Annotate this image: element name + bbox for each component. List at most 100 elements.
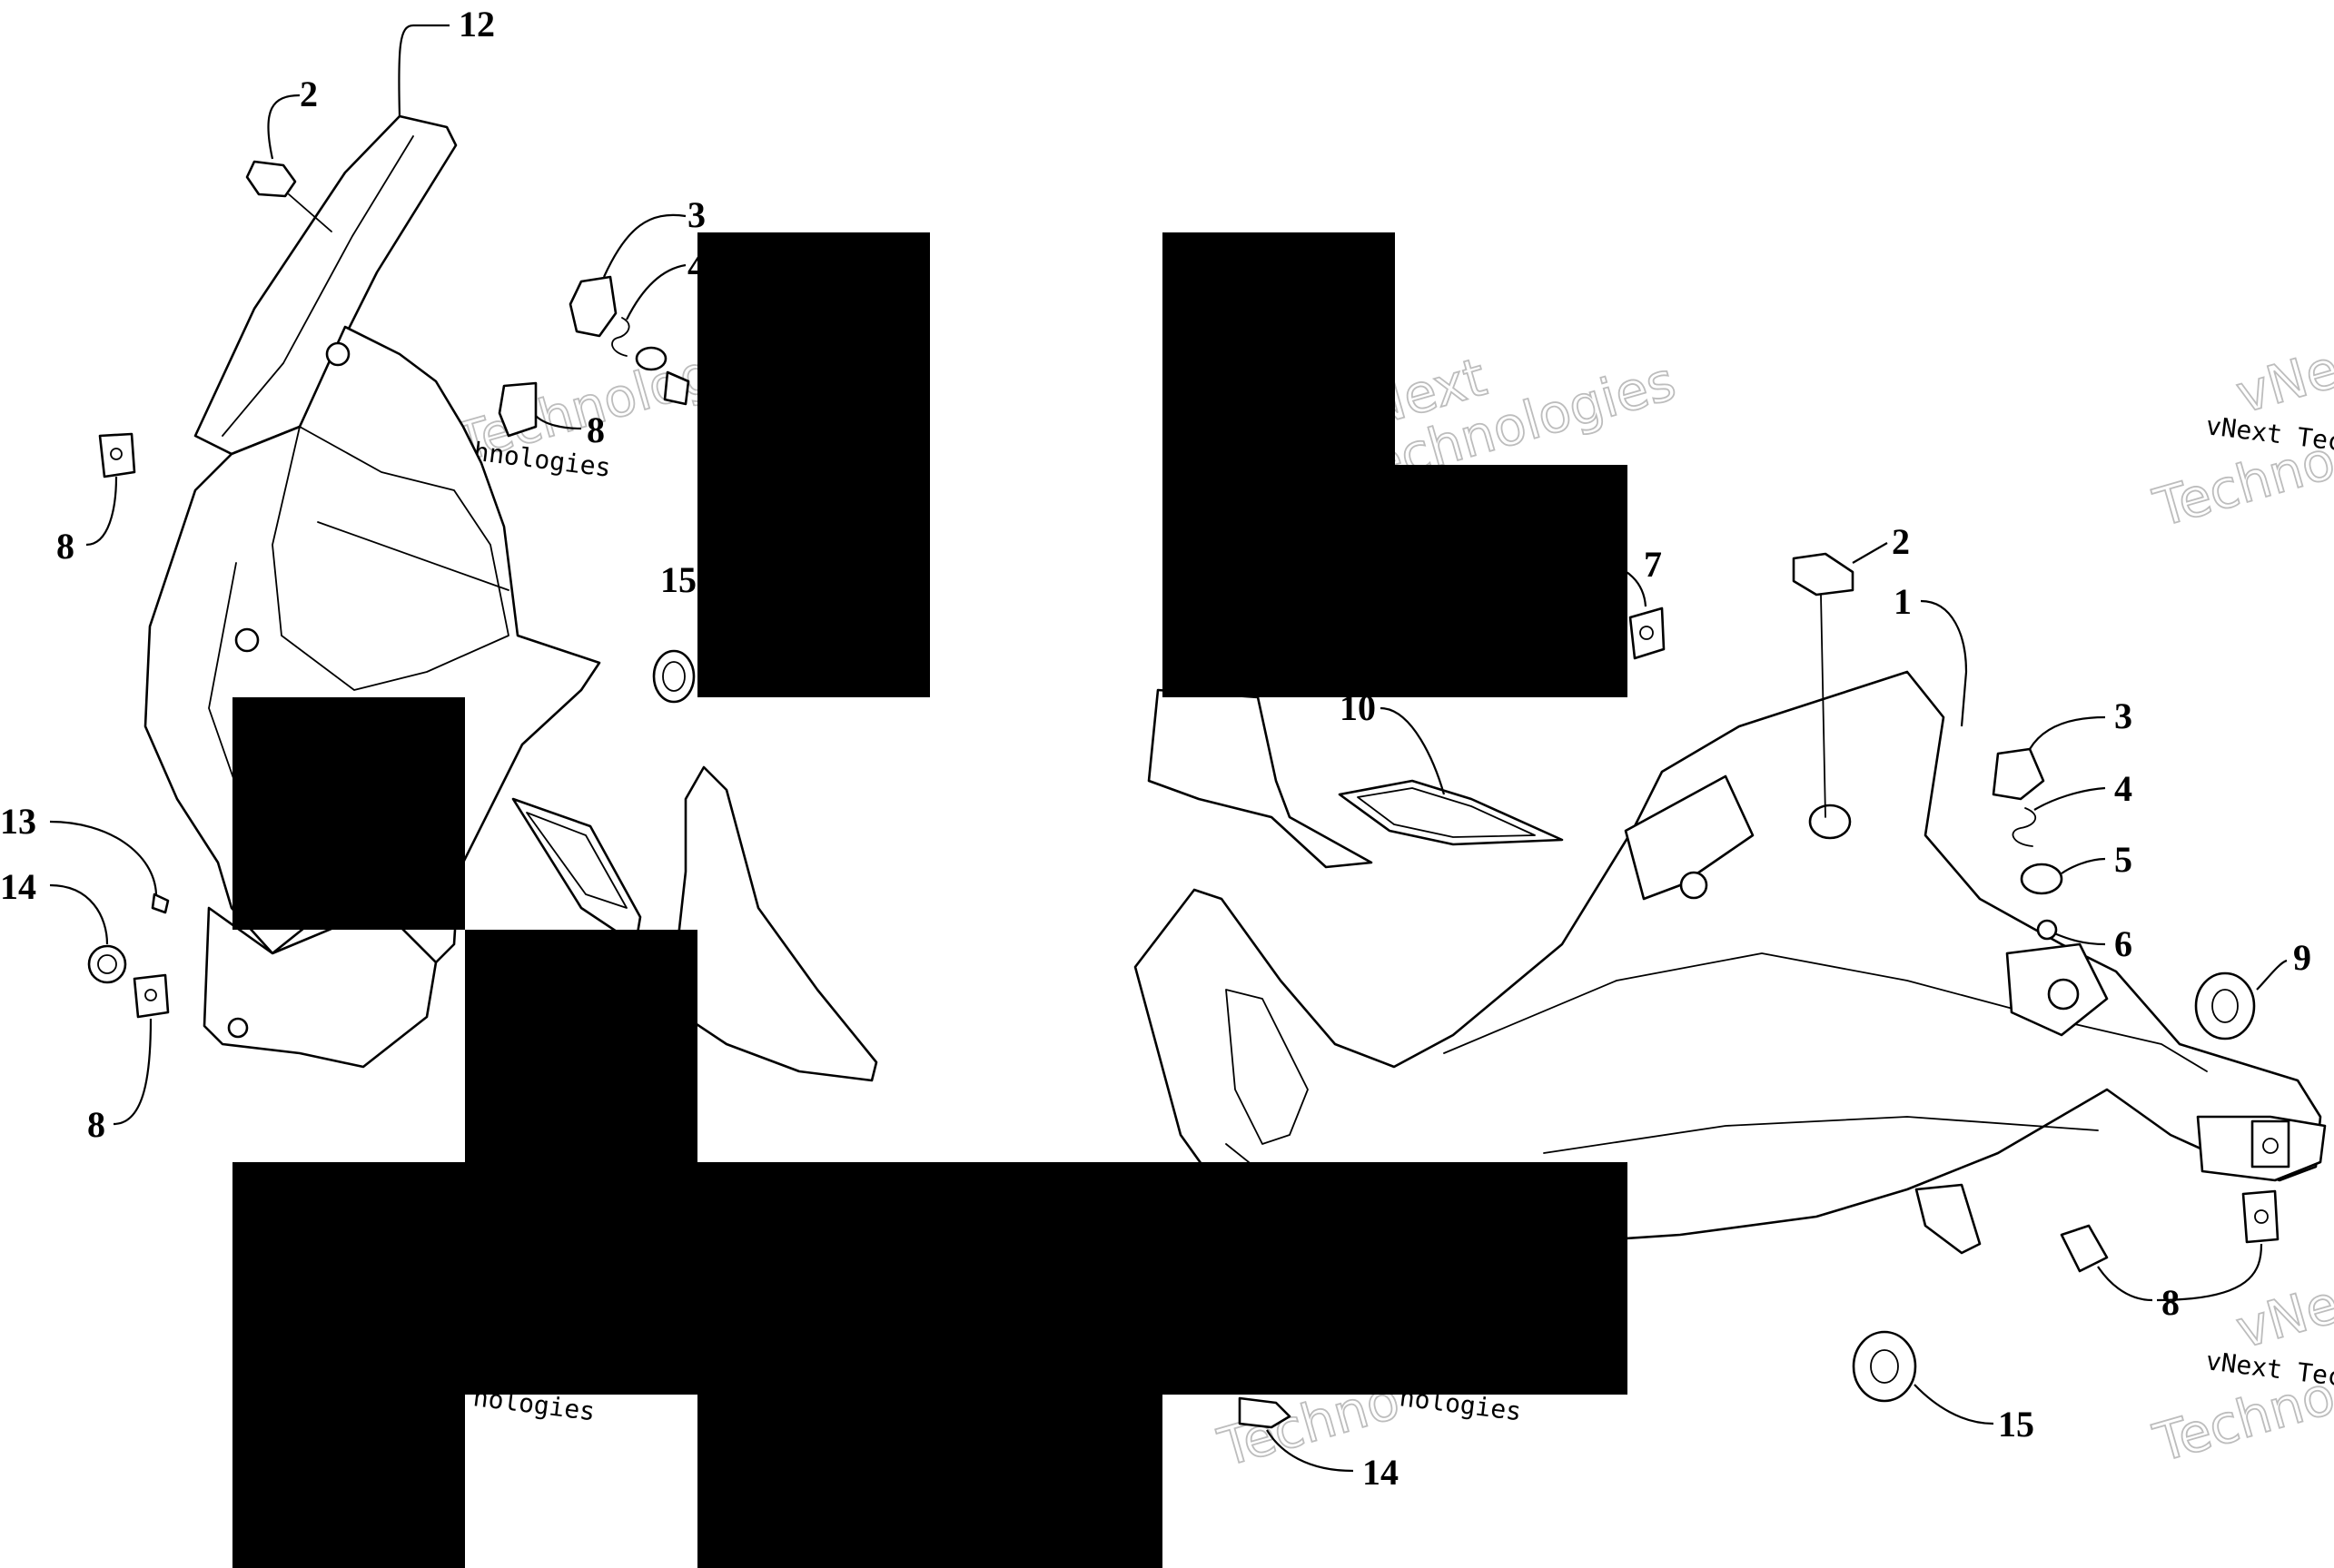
leader-1 <box>1920 599 1968 727</box>
bolt-14-left <box>87 944 127 984</box>
screw-13-left <box>151 892 170 914</box>
screw-6-right <box>2036 919 2058 941</box>
hood-right-ridge-b <box>1543 1116 2099 1154</box>
callout-8-right: 8 <box>2161 1282 2180 1323</box>
speed-nut-7-right <box>1628 606 1666 660</box>
mount-hole-left-b <box>325 341 351 367</box>
push-rivet-2-right-line <box>1820 594 1826 818</box>
upper-fairing-piece <box>1147 688 1373 869</box>
push-rivet-2-left-line <box>288 193 332 232</box>
redaction-block-3 <box>232 697 465 930</box>
callout-9: 9 <box>2293 937 2311 978</box>
callout-5-right: 5 <box>2114 839 2132 880</box>
callout-7: 7 <box>1644 544 1662 585</box>
callout-14-right: 14 <box>1362 1452 1399 1493</box>
leader-15-right <box>1914 1384 1994 1425</box>
grommet-15-right-inner <box>1870 1349 1899 1384</box>
hood-right-ridge <box>1443 952 2208 1072</box>
grommet-15-left <box>652 649 696 704</box>
grommet-9-right-inner <box>2211 989 2239 1023</box>
push-rivet-2-right <box>1792 552 1854 597</box>
side-tab-hole <box>2047 978 2080 1011</box>
hood-grommet-top-right <box>1808 804 1852 840</box>
callout-4-right: 4 <box>2114 768 2132 809</box>
callout-12: 12 <box>459 4 495 44</box>
watermark-outline-right-bottom-b: Techno <box>2147 1364 2334 1474</box>
speed-nut-8-left-a-hole <box>110 448 123 460</box>
redaction-block-4 <box>232 930 1627 1568</box>
lower-hanging-bracket <box>1914 1183 1982 1255</box>
callout-14-left: 14 <box>0 866 36 907</box>
hood-right-intake <box>1225 989 1309 1145</box>
callout-6-right: 6 <box>2114 923 2132 964</box>
bracket-right-hole <box>2262 1138 2279 1154</box>
bracket-right-tab <box>2250 1119 2290 1169</box>
speed-nut-7-right-hole <box>1639 626 1654 640</box>
callout-8-left-b: 8 <box>587 409 605 450</box>
callout-3-right: 3 <box>2114 695 2132 736</box>
callout-2-right: 2 <box>1892 521 1910 562</box>
lens-10-right-inner <box>1357 787 1536 838</box>
callout-8-left-a: 8 <box>56 526 74 567</box>
watermark-outline-right-bottom-a: vNe <box>2230 1273 2334 1361</box>
leader-5-right <box>2061 857 2106 874</box>
callout-15-left: 15 <box>660 559 697 600</box>
callout-labels: 12 2 3 4 8 8 15 13 14 8 7 2 1 10 3 4 5 6… <box>0 4 2311 1493</box>
spring-4-right <box>2012 807 2037 847</box>
leader-3-left <box>602 213 687 278</box>
leader-12 <box>398 24 450 117</box>
leader-3-right <box>2029 715 2106 750</box>
callout-13: 13 <box>0 801 36 842</box>
clip-3-right <box>1992 747 2045 801</box>
redaction-block-2 <box>1162 232 1627 697</box>
grommet-15-right <box>1852 1330 1917 1403</box>
leader-8-left-b <box>535 415 582 430</box>
speed-nut-8-left-a <box>98 432 136 478</box>
speed-nut-8-left-c <box>133 973 170 1019</box>
washer-5-left <box>635 346 668 371</box>
hood-inner-edge <box>208 521 509 800</box>
leader-4-right <box>2033 786 2106 811</box>
speed-nut-8-right-a <box>2060 1224 2109 1273</box>
watermark-outline-right-top-a: vNe <box>2230 338 2334 426</box>
bolt-14-right <box>1238 1396 1291 1429</box>
watermark-outline-right-top-b: Techno <box>2147 429 2334 538</box>
callout-8-left-c: 8 <box>87 1104 105 1145</box>
leader-6-right <box>2053 932 2106 946</box>
leader-8-right <box>2097 1243 2263 1302</box>
redaction-block-1 <box>697 232 930 697</box>
right-hood-assembly <box>1133 552 2327 1429</box>
hood-inner-panel <box>272 426 509 691</box>
leader-8-left-c <box>113 1018 153 1126</box>
headlight-cover <box>675 765 878 1082</box>
push-rivet-2-left <box>245 160 297 198</box>
washer-5-right <box>2020 863 2063 895</box>
redaction-blocks <box>232 232 1627 1568</box>
speed-nut-8-left-c-hole <box>144 989 157 1001</box>
speed-nut-8-left-b <box>498 381 538 438</box>
hood-body-right <box>1133 670 2322 1255</box>
leader-lines <box>49 24 2288 1473</box>
hood-plate-hole <box>1679 871 1708 900</box>
leader-13 <box>49 820 158 895</box>
callout-3-left: 3 <box>687 194 706 235</box>
visor-inner-line <box>222 135 414 437</box>
bolt-14-left-inner <box>97 954 117 974</box>
lower-bracket-left <box>203 906 438 1069</box>
lower-bracket-hole <box>227 1017 249 1039</box>
callout-1: 1 <box>1894 581 1912 622</box>
speed-nut-8-right-b <box>2241 1189 2280 1244</box>
leader-10 <box>1380 706 1446 795</box>
screw-6-left <box>663 370 690 406</box>
leader-2-right <box>1852 542 1888 564</box>
lens-piece-left-inner <box>526 812 628 909</box>
grommet-9-right <box>2194 971 2256 1040</box>
grommet-15-left-inner <box>662 661 686 692</box>
leader-2-left <box>267 94 301 160</box>
leader-14-left <box>49 883 109 945</box>
callout-15-right: 15 <box>1998 1404 2034 1445</box>
leader-9 <box>2256 959 2288 991</box>
clip-3-left <box>569 275 618 338</box>
leader-4-left <box>626 263 687 321</box>
